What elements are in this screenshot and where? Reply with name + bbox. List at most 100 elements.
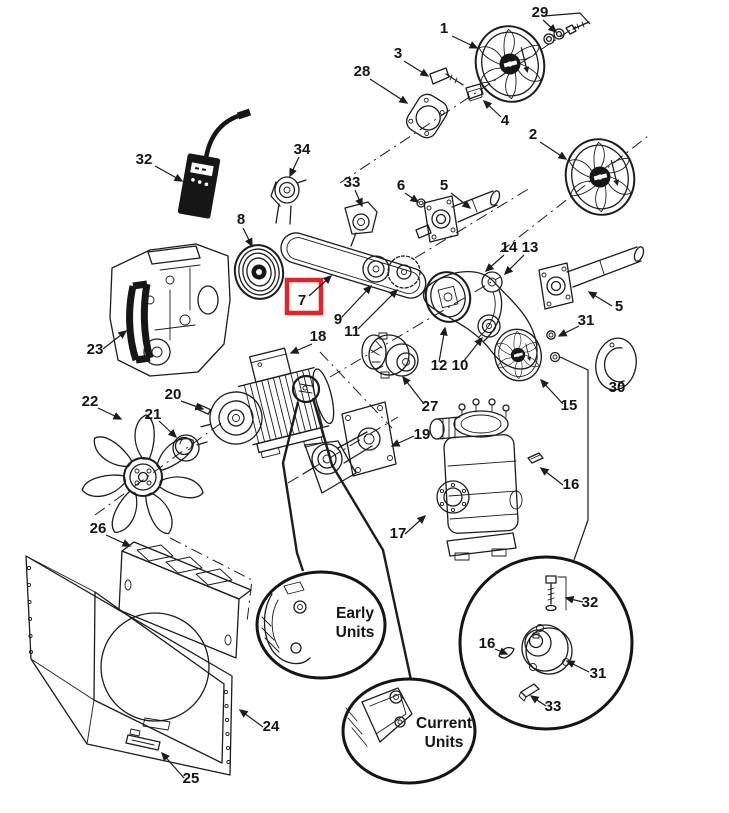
callout-4: 4: [501, 112, 510, 129]
leader-10: [462, 336, 483, 363]
leader-12: [438, 326, 448, 363]
bearing-shaft-5-lower: [538, 246, 645, 310]
leader-28: [369, 78, 409, 104]
bearing-shaft-5-upper: [415, 190, 501, 243]
callout-21: 21: [145, 406, 162, 423]
axis-line: [169, 537, 253, 623]
callout-34: 34: [294, 141, 311, 158]
callout-13: 13: [522, 239, 539, 256]
callout-10: 10: [452, 357, 469, 374]
callout-3: 3: [394, 45, 402, 62]
early-units-label-line1: Early: [336, 605, 374, 622]
belt-tension-gauge-32: [177, 108, 252, 219]
callout-8: 8: [237, 211, 245, 228]
key-16-main: [527, 452, 544, 464]
detail-hub-hardware: [458, 555, 634, 731]
leader-22: [97, 407, 123, 420]
clip-4: [465, 83, 484, 102]
connector-hub-detail: [559, 356, 589, 561]
leader-23: [102, 330, 128, 350]
callout-2: 2: [529, 126, 537, 143]
nut-6: [416, 198, 426, 208]
fan-wheel-2: [557, 132, 642, 222]
fan-shroud-24: [25, 555, 233, 776]
bracket-3: [429, 67, 464, 86]
callout-27: 27: [422, 398, 439, 415]
callout-32: 32: [136, 151, 153, 168]
leader-9: [341, 284, 373, 318]
callout-9: 9: [334, 311, 342, 328]
idler-pulley-34: [270, 176, 307, 225]
idler-pulley-9: [362, 255, 390, 283]
leader-27: [402, 375, 425, 405]
bracket-33-main: [344, 201, 378, 247]
leader-33: [354, 189, 363, 208]
axis-line: [319, 351, 393, 429]
leader-19: [390, 435, 415, 447]
radiator-26: [118, 541, 252, 659]
callout-28: 28: [354, 63, 371, 80]
leader-14: [484, 254, 505, 272]
leader-lines: [97, 19, 613, 779]
leader-21: [158, 420, 178, 439]
leader-24: [238, 709, 264, 728]
leader-6: [404, 192, 420, 203]
callout-6: 6: [397, 177, 405, 194]
leader-15: [539, 378, 564, 405]
leader-7: [308, 274, 333, 297]
highlight-box[interactable]: [284, 277, 324, 316]
callout-24: 24: [263, 718, 280, 735]
engine-23: [109, 243, 231, 377]
callout-31a: 31: [578, 312, 595, 329]
callout-17: 17: [390, 525, 407, 542]
gasket-28: [405, 93, 449, 139]
current-units-label-line1: Current: [416, 715, 472, 732]
current-units-label-line2: Units: [425, 734, 464, 751]
leader-5a: [450, 192, 472, 209]
leader-3: [403, 60, 430, 77]
leader-33b: [529, 695, 547, 707]
leader-20: [180, 400, 205, 411]
leader-18: [289, 343, 313, 354]
early-units-label-line2: Units: [336, 624, 375, 641]
leader-16b: [494, 647, 509, 655]
detail-current-units: Current Units: [341, 677, 477, 785]
callout-23: 23: [87, 341, 104, 358]
electric-motor-18: [200, 347, 335, 459]
callout-16b: 16: [479, 635, 496, 652]
callout-30: 30: [609, 379, 626, 396]
callout-1: 1: [440, 20, 448, 37]
leader-32: [154, 165, 184, 182]
alternator-27: [361, 332, 419, 379]
leader-32b: [564, 595, 584, 604]
callout-29: 29: [532, 4, 549, 21]
clutch-pulley-8: [233, 244, 285, 300]
leader-13: [503, 254, 525, 276]
callout-11: 11: [344, 323, 360, 340]
bolt-washer-set-29: [543, 12, 591, 45]
leader-11: [357, 288, 399, 330]
cover-plate-30: [595, 337, 637, 391]
callout-25: 25: [183, 770, 200, 787]
callout-5a: 5: [440, 177, 448, 194]
callout-7: 7: [298, 292, 306, 309]
motor-shaft-detail-marker: [291, 374, 321, 404]
bearing-support-19: [302, 401, 397, 494]
leader-31a: [557, 325, 580, 337]
callout-18: 18: [310, 328, 327, 345]
axis-line: [287, 416, 399, 484]
callout-5b: 5: [615, 298, 623, 315]
leader-17: [404, 514, 427, 535]
belt-14: [422, 271, 538, 370]
leader-31b: [565, 660, 590, 673]
highlight-part-7[interactable]: 7: [284, 274, 333, 316]
leader-26: [105, 534, 132, 547]
pulley-12: [424, 271, 472, 323]
axis-line: [499, 135, 649, 253]
callout-12: 12: [431, 357, 448, 374]
bolt-31-main: [546, 330, 561, 363]
leader-16a: [539, 467, 564, 486]
callout-32b: 32: [582, 594, 599, 611]
